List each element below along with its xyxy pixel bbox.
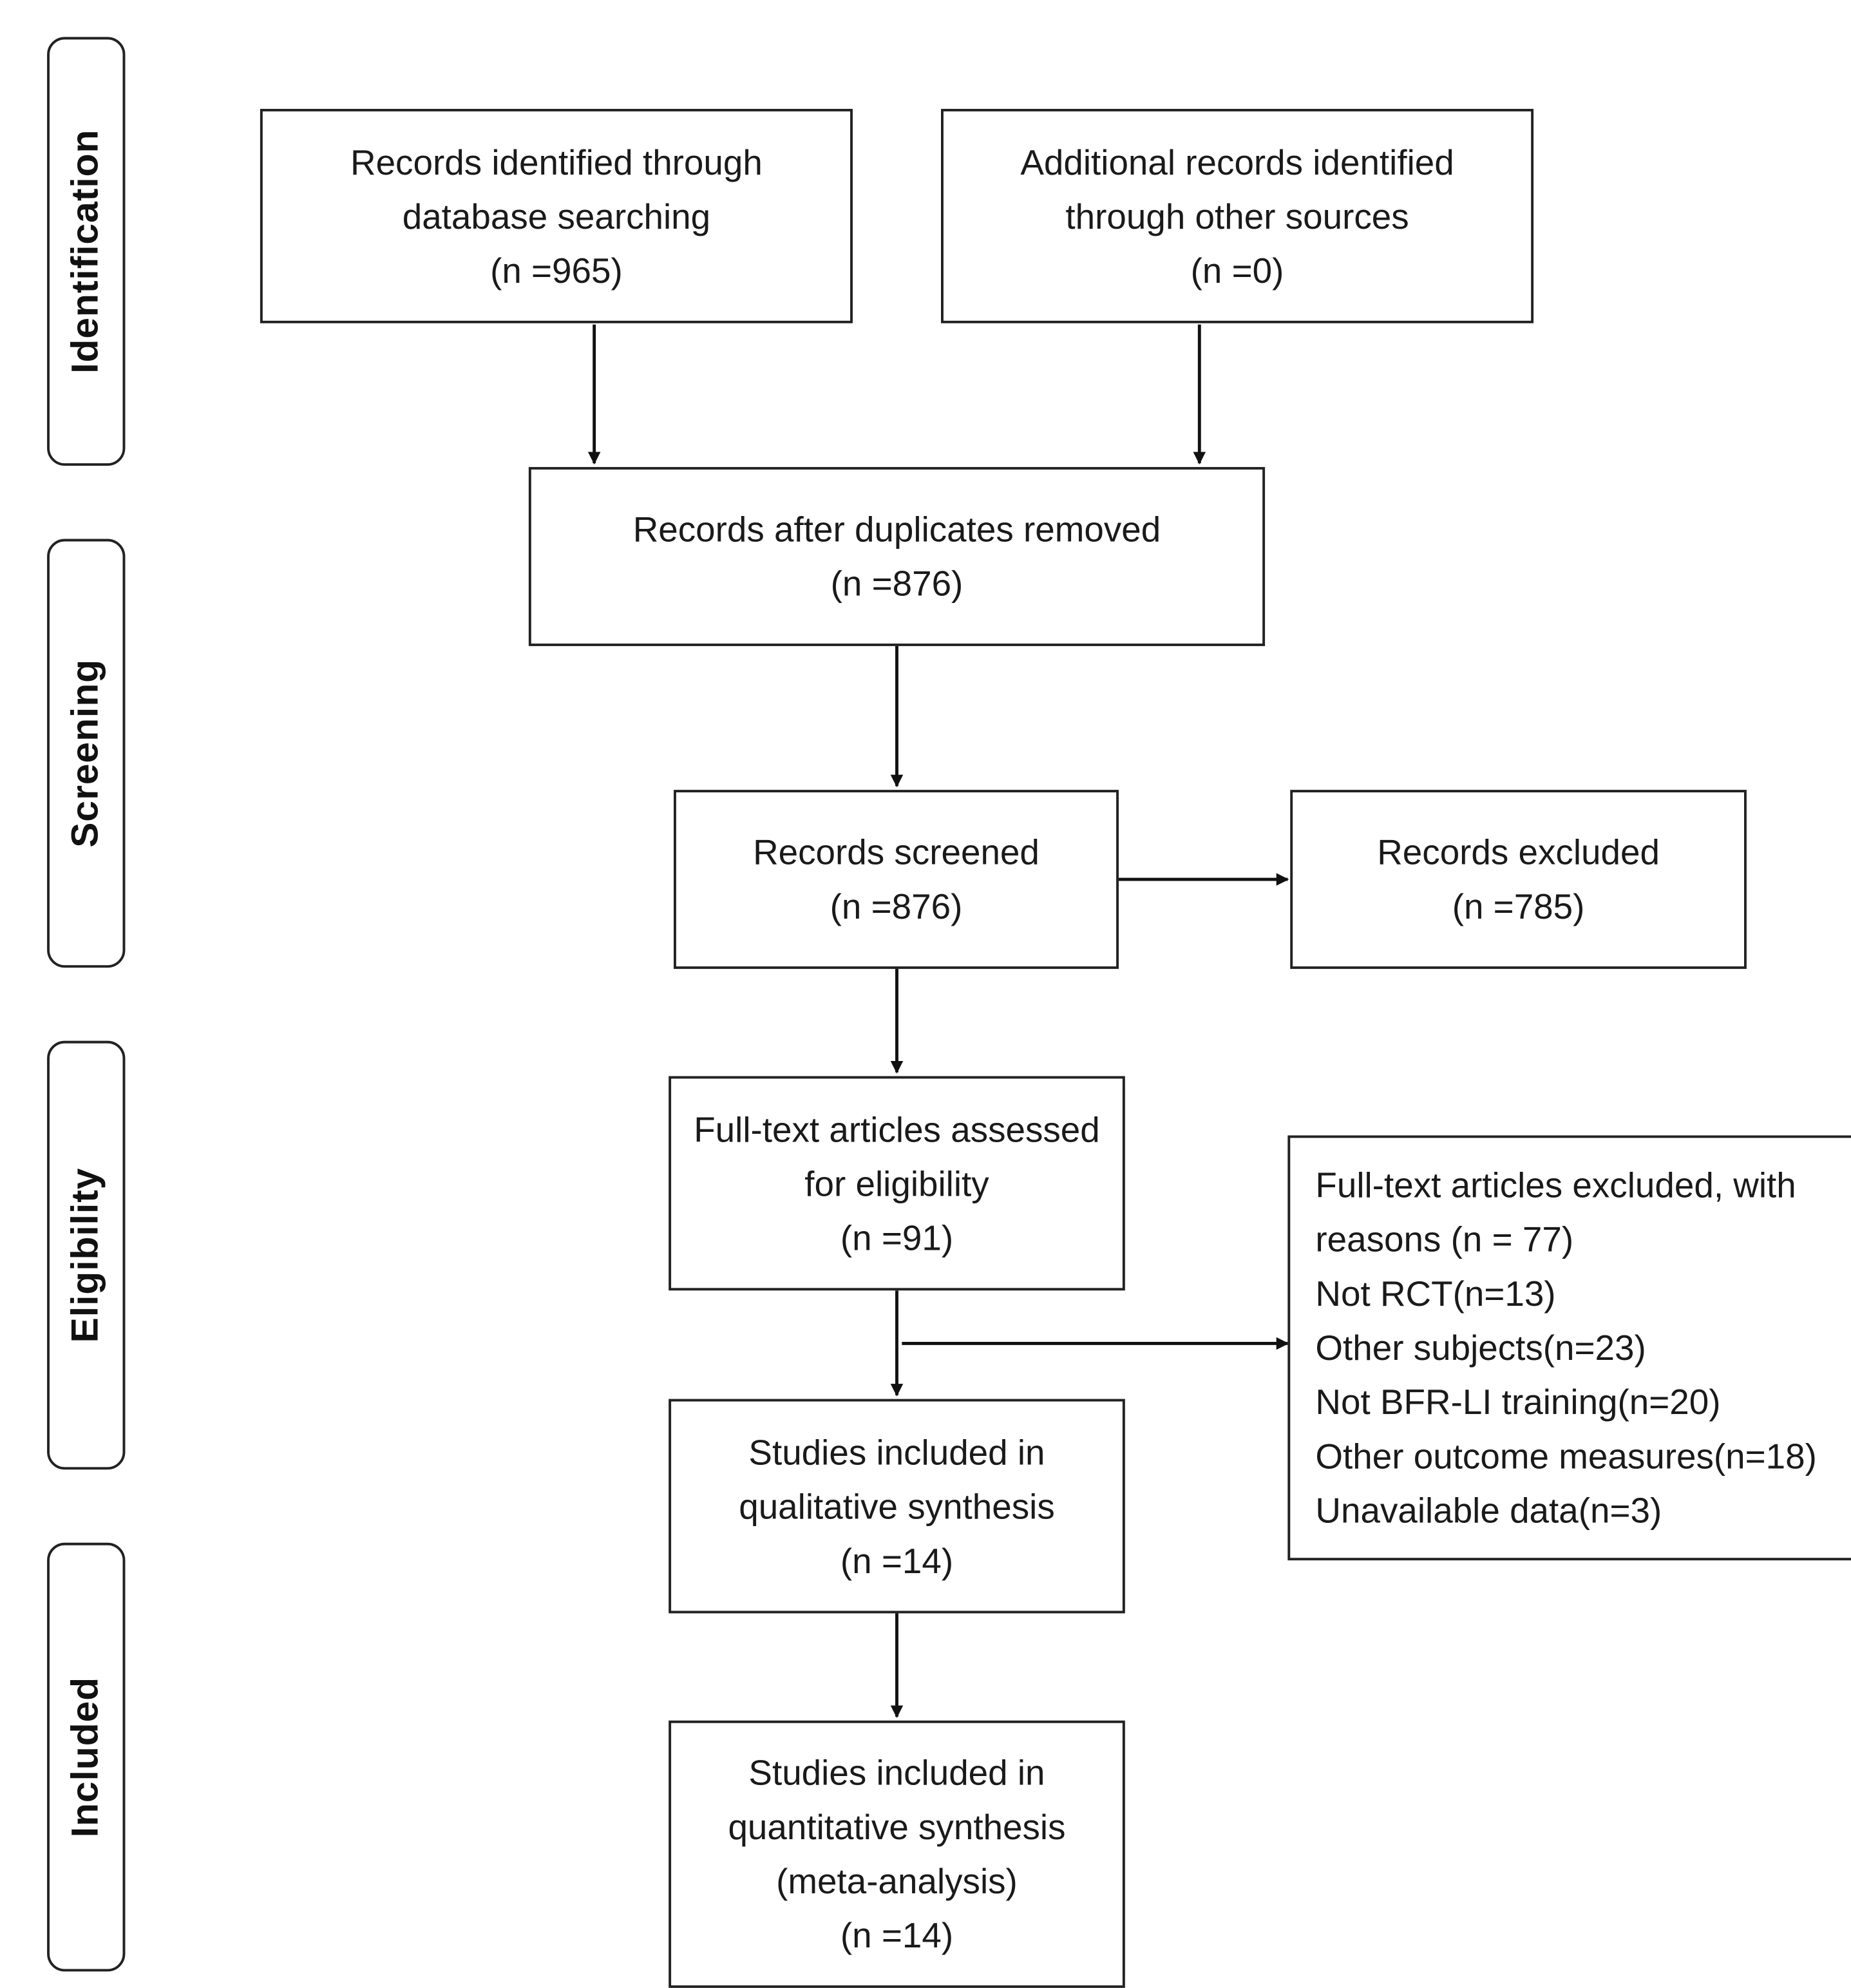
other-sources-line2: through other sources [1065, 196, 1409, 236]
box-records-excluded: Records excluded (n =785) [1290, 790, 1747, 970]
exclusion-reason: Not RCT(n=13) [1315, 1274, 1556, 1314]
database-records-count: (n =965) [490, 251, 623, 290]
exclusion-reason: Other outcome measures(n=18) [1315, 1437, 1817, 1477]
records-screened-count: (n =876) [830, 886, 963, 926]
exclusion-reason: Not BFR-LI training(n=20) [1315, 1382, 1721, 1422]
full-text-excluded-line2: reasons (n = 77) [1315, 1219, 1574, 1259]
box-full-text-assessed: Full-text articles assessed for eligibil… [669, 1076, 1125, 1291]
exclusion-reason: Other subjects(n=23) [1315, 1328, 1646, 1368]
quantitative-line3: (meta-analysis) [776, 1862, 1018, 1901]
exclusion-reason: Unavailable data(n=3) [1315, 1491, 1662, 1531]
qualitative-count: (n =14) [840, 1540, 954, 1580]
phase-screening: Screening [47, 539, 126, 968]
database-records-line2: database searching [402, 196, 711, 236]
box-qualitative-synthesis: Studies included in qualitative synthesi… [669, 1399, 1125, 1614]
records-excluded-count: (n =785) [1452, 886, 1585, 926]
phase-included: Included [47, 1542, 126, 1972]
other-sources-count: (n =0) [1190, 251, 1284, 290]
duplicates-removed-line1: Records after duplicates removed [632, 510, 1161, 550]
phase-identification: Identification [47, 37, 126, 466]
box-quantitative-synthesis: Studies included in quantitative synthes… [669, 1720, 1125, 1988]
box-records-screened: Records screened (n =876) [673, 790, 1119, 970]
box-duplicates-removed: Records after duplicates removed (n =876… [528, 466, 1266, 646]
duplicates-removed-count: (n =876) [830, 564, 963, 604]
records-excluded-line1: Records excluded [1377, 832, 1660, 872]
qualitative-line1: Studies included in [748, 1432, 1045, 1472]
records-screened-line1: Records screened [753, 832, 1039, 872]
quantitative-count: (n =14) [840, 1916, 954, 1955]
other-sources-line1: Additional records identified [1020, 142, 1454, 182]
box-other-sources: Additional records identified through ot… [941, 108, 1534, 323]
phase-eligibility: Eligibility [47, 1040, 126, 1470]
box-full-text-excluded: Full-text articles excluded, with reason… [1287, 1135, 1851, 1561]
prisma-flow-diagram: Identification Screening Eligibility Inc… [19, 19, 1851, 1988]
full-text-assessed-line1: Full-text articles assessed [694, 1109, 1100, 1149]
qualitative-line2: qualitative synthesis [739, 1486, 1055, 1526]
box-database-records: Records identified through database sear… [260, 108, 853, 323]
full-text-assessed-line2: for eligibility [804, 1163, 989, 1203]
database-records-line1: Records identified through [350, 142, 763, 182]
full-text-excluded-line1: Full-text articles excluded, with [1315, 1165, 1796, 1205]
full-text-assessed-count: (n =91) [840, 1218, 954, 1257]
quantitative-line1: Studies included in [748, 1753, 1045, 1793]
quantitative-line2: quantitative synthesis [728, 1807, 1066, 1847]
flow-arrows [587, 324, 1289, 1718]
